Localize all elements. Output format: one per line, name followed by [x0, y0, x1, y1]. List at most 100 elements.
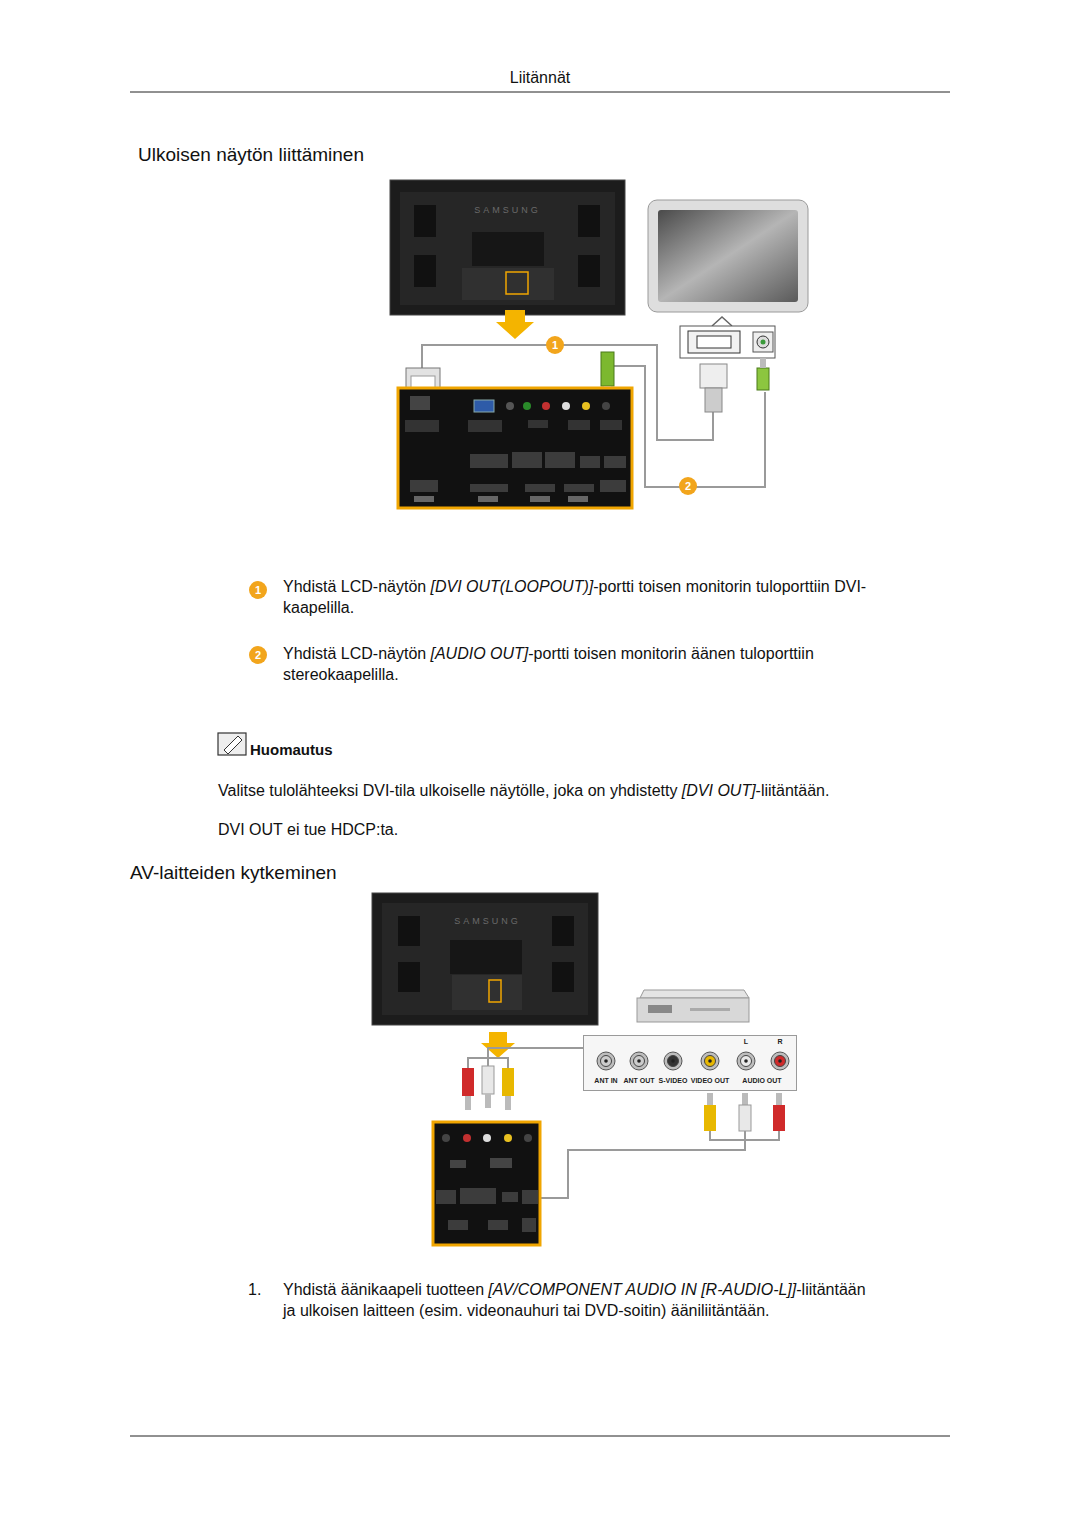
- note-icon-part: [224, 736, 242, 754]
- cables-part: [488, 1048, 583, 1062]
- lcd-back-part: [372, 893, 598, 1025]
- jack-pin: [778, 1059, 782, 1063]
- lcd-back-part: [506, 272, 528, 294]
- external-monitor-part: [658, 210, 798, 302]
- lcd-back: [390, 180, 625, 315]
- note-icon: [218, 733, 246, 755]
- body-text: -liitäntään.: [756, 782, 830, 799]
- rca-jack: [771, 1052, 789, 1070]
- lcd-port-panel-part: [448, 1220, 468, 1230]
- lcd-back-part: [400, 192, 615, 305]
- port-label: R: [777, 1038, 782, 1045]
- lcd-back-part: [452, 975, 522, 1010]
- rca-plugs-part: [710, 1131, 779, 1140]
- rca-jack: [630, 1052, 648, 1070]
- callout-text: 1: [255, 585, 261, 596]
- port-name: [AV/COMPONENT AUDIO IN [R-AUDIO-L]]: [488, 1281, 796, 1298]
- lcd-port-panel-part: [436, 1190, 456, 1204]
- lcd-port-panel-part: [468, 420, 502, 432]
- lcd-back-part: [552, 962, 574, 992]
- port-label: AUDIO OUT: [742, 1077, 781, 1084]
- lcd-port-panel: [398, 388, 632, 508]
- down-arrow: [496, 310, 534, 339]
- rca-plugs-part: [773, 1105, 785, 1131]
- rca-plugs-part: [465, 1096, 471, 1110]
- port-name: [DVI OUT(LOOPOUT)]: [431, 578, 594, 595]
- page-rule-part: [130, 1436, 950, 1437]
- text-block: Yhdistä äänikaapeli tuotteen[AV/COMPONEN…: [283, 1280, 878, 1322]
- external-monitor-part: [648, 200, 808, 312]
- lcd-port-panel-part: [414, 496, 434, 502]
- port-label: VIDEO OUT: [691, 1077, 730, 1084]
- lcd-port-panel-part: [522, 1190, 538, 1204]
- jack-core: [668, 1056, 679, 1067]
- text-block: Ulkoisen näytön liittäminen: [138, 143, 638, 168]
- text-block: SAMSUNG: [450, 205, 565, 217]
- text-block: 1.: [248, 1280, 278, 1301]
- jack-pin: [708, 1059, 712, 1063]
- lcd-port-panel-part: [568, 496, 588, 502]
- text-block: DVI OUT ei tue HDCP:ta.: [218, 820, 718, 841]
- lcd-port-panel-part: [488, 1220, 508, 1230]
- lcd-port-panel-part: [502, 1192, 518, 1202]
- down-arrow-part: [496, 310, 534, 339]
- lcd-back-part: [450, 940, 522, 974]
- monitor-input-panel-part: [757, 336, 769, 348]
- port-name: [AUDIO OUT]: [431, 645, 529, 662]
- port-label: L: [744, 1038, 748, 1045]
- rca-plugs-part: [704, 1105, 716, 1131]
- jack-pin: [744, 1059, 748, 1063]
- lcd-back-part: [390, 180, 625, 315]
- monitor-input-panel-part: [761, 340, 766, 345]
- lcd-port-panel-part: [442, 1134, 450, 1142]
- dvd-player-part: [690, 1008, 730, 1011]
- rca-plugs-part: [742, 1093, 748, 1105]
- lcd-port-panel-part: [523, 402, 531, 410]
- callout-number: 2: [679, 477, 697, 495]
- lcd-port-panel-part: [525, 484, 555, 492]
- note-icon-part: [218, 733, 246, 755]
- lcd-back-part: [398, 916, 420, 946]
- lcd-back-part: [398, 962, 420, 992]
- lcd-port-panel-part: [524, 1134, 532, 1142]
- monitor-input-panel-part: [697, 336, 731, 348]
- lcd-port-panel-part: [470, 454, 508, 468]
- monitor-input-panel-part: [712, 317, 732, 326]
- jack-ring: [771, 1052, 789, 1070]
- lcd-back: [372, 893, 598, 1025]
- callout-number: 2: [249, 646, 267, 664]
- jack-pin: [604, 1059, 608, 1063]
- callout-number: 1: [249, 581, 267, 599]
- text-block: Yhdistä LCD-näytön[DVI OUT(LOOPOUT)]-por…: [283, 577, 873, 619]
- body-text: Liitännät: [510, 69, 571, 86]
- lcd-back-part: [382, 903, 588, 1015]
- text-block: Liitännät: [390, 68, 690, 89]
- rca-plugs-part: [502, 1068, 514, 1096]
- rca-plugs-part: [482, 1066, 494, 1094]
- lcd-port-panel-part: [568, 420, 590, 430]
- lcd-back-part: [489, 980, 501, 1002]
- lcd-port-panel-part: [463, 1134, 471, 1142]
- lcd-port-panel-part: [504, 1134, 512, 1142]
- audio-plug-part: [760, 358, 766, 368]
- jack-ring: [701, 1052, 719, 1070]
- audio-plug-part: [601, 352, 614, 386]
- rca-plugs-part: [739, 1105, 751, 1131]
- body-text: Ulkoisen näytön liittäminen: [138, 144, 364, 165]
- rca-jack: [737, 1052, 755, 1070]
- body-text: Valitse tulolähteeksi DVI-tila ulkoisell…: [218, 782, 678, 799]
- body-text: 1.: [248, 1281, 261, 1298]
- lcd-port-panel-part: [545, 452, 575, 468]
- page-rule: [130, 92, 950, 1436]
- cables-part: [614, 366, 765, 487]
- monitor-input-panel-part: [688, 331, 740, 353]
- lcd-port-panel-part: [604, 456, 626, 468]
- rca-jack: [701, 1052, 719, 1070]
- dvd-player: [637, 990, 749, 1022]
- lcd-back-part: [462, 268, 554, 300]
- lcd-port-panel-part: [580, 456, 600, 468]
- down-arrow-part: [481, 1032, 515, 1058]
- lcd-port-panel-part: [410, 480, 438, 492]
- port-label: ANT OUT: [623, 1077, 654, 1084]
